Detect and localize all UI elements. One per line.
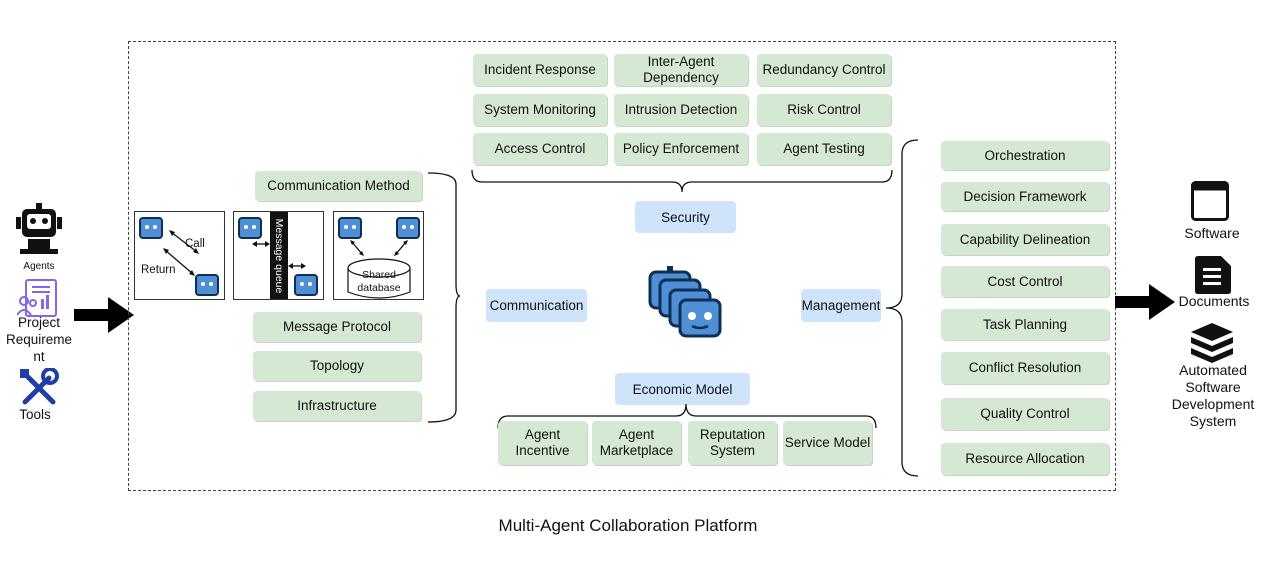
input-arrow-icon [74, 297, 134, 333]
economic-item: Reputation System [688, 421, 777, 465]
queue-bar [270, 212, 288, 299]
management-brace [886, 139, 919, 477]
management-item: Decision Framework [941, 182, 1109, 211]
documents-label: Documents [1178, 293, 1250, 309]
economic-item: Service Model [783, 421, 872, 465]
tools-label: Tools [19, 407, 51, 422]
security-item: Inter-Agent Dependency [614, 54, 748, 86]
management-item: Orchestration [941, 141, 1109, 170]
agent-icon [396, 217, 420, 239]
agent-icon [139, 217, 163, 239]
communication-method-label: Communication Method [255, 171, 422, 201]
agent-icon [338, 217, 362, 239]
security-item: Redundancy Control [757, 54, 891, 86]
economic-brace [497, 404, 877, 428]
security-item: Intrusion Detection [614, 94, 748, 126]
call-return-panel: Call Return [134, 211, 225, 300]
security-item: Access Control [473, 133, 607, 165]
agents-label: Agents [23, 261, 55, 272]
management-label: Management [801, 289, 881, 322]
call-arrow-icon [163, 230, 199, 276]
output-arrow-icon [1115, 284, 1175, 320]
economic-item: Agent Marketplace [592, 421, 681, 465]
communication-brace [428, 172, 460, 423]
software-icon [1191, 181, 1229, 221]
shared-database-label: Shared database [357, 269, 401, 294]
communication-label: Communication [486, 289, 587, 322]
agent-icon [195, 274, 219, 296]
robot-group-icon [648, 266, 722, 338]
call-label: Call [185, 238, 205, 250]
message-queue-panel: Message queue [233, 211, 324, 300]
economic-model-label: Economic Model [615, 373, 750, 405]
management-item: Conflict Resolution [941, 352, 1109, 384]
management-item: Task Planning [941, 309, 1109, 340]
management-item: Cost Control [941, 266, 1109, 297]
automated-system-label: Automated Software Development System [1171, 362, 1255, 429]
communication-item: Topology [253, 351, 421, 381]
queue-arrows-icon [252, 241, 306, 269]
management-item: Quality Control [941, 398, 1109, 430]
platform-boundary [128, 41, 1116, 491]
security-brace [471, 170, 893, 192]
documents-icon [1195, 256, 1231, 294]
database-icon [347, 240, 411, 299]
project-requirement-icon [17, 279, 59, 319]
economic-item: Agent Incentive [498, 421, 587, 465]
security-item: Risk Control [757, 94, 891, 126]
automated-system-icon [1191, 323, 1233, 363]
security-item: Policy Enforcement [614, 133, 748, 165]
communication-item: Infrastructure [253, 391, 421, 421]
platform-caption: Multi-Agent Collaboration Platform [498, 516, 758, 535]
security-item: System Monitoring [473, 94, 607, 126]
tools-icon [19, 368, 59, 408]
security-label: Security [635, 201, 736, 233]
return-label: Return [141, 264, 176, 276]
agent-icon [294, 274, 318, 296]
software-label: Software [1184, 225, 1240, 241]
shared-database-panel: Shared database [333, 211, 424, 300]
security-item: Incident Response [473, 54, 607, 86]
management-item: Capability Delineation [941, 224, 1109, 255]
agents-icon [16, 203, 62, 255]
communication-item: Message Protocol [253, 312, 421, 342]
agent-icon [238, 217, 262, 239]
management-item: Resource Allocation [941, 443, 1109, 475]
project-requirement-label: Project Requireme nt [5, 315, 73, 364]
security-item: Agent Testing [757, 133, 891, 165]
